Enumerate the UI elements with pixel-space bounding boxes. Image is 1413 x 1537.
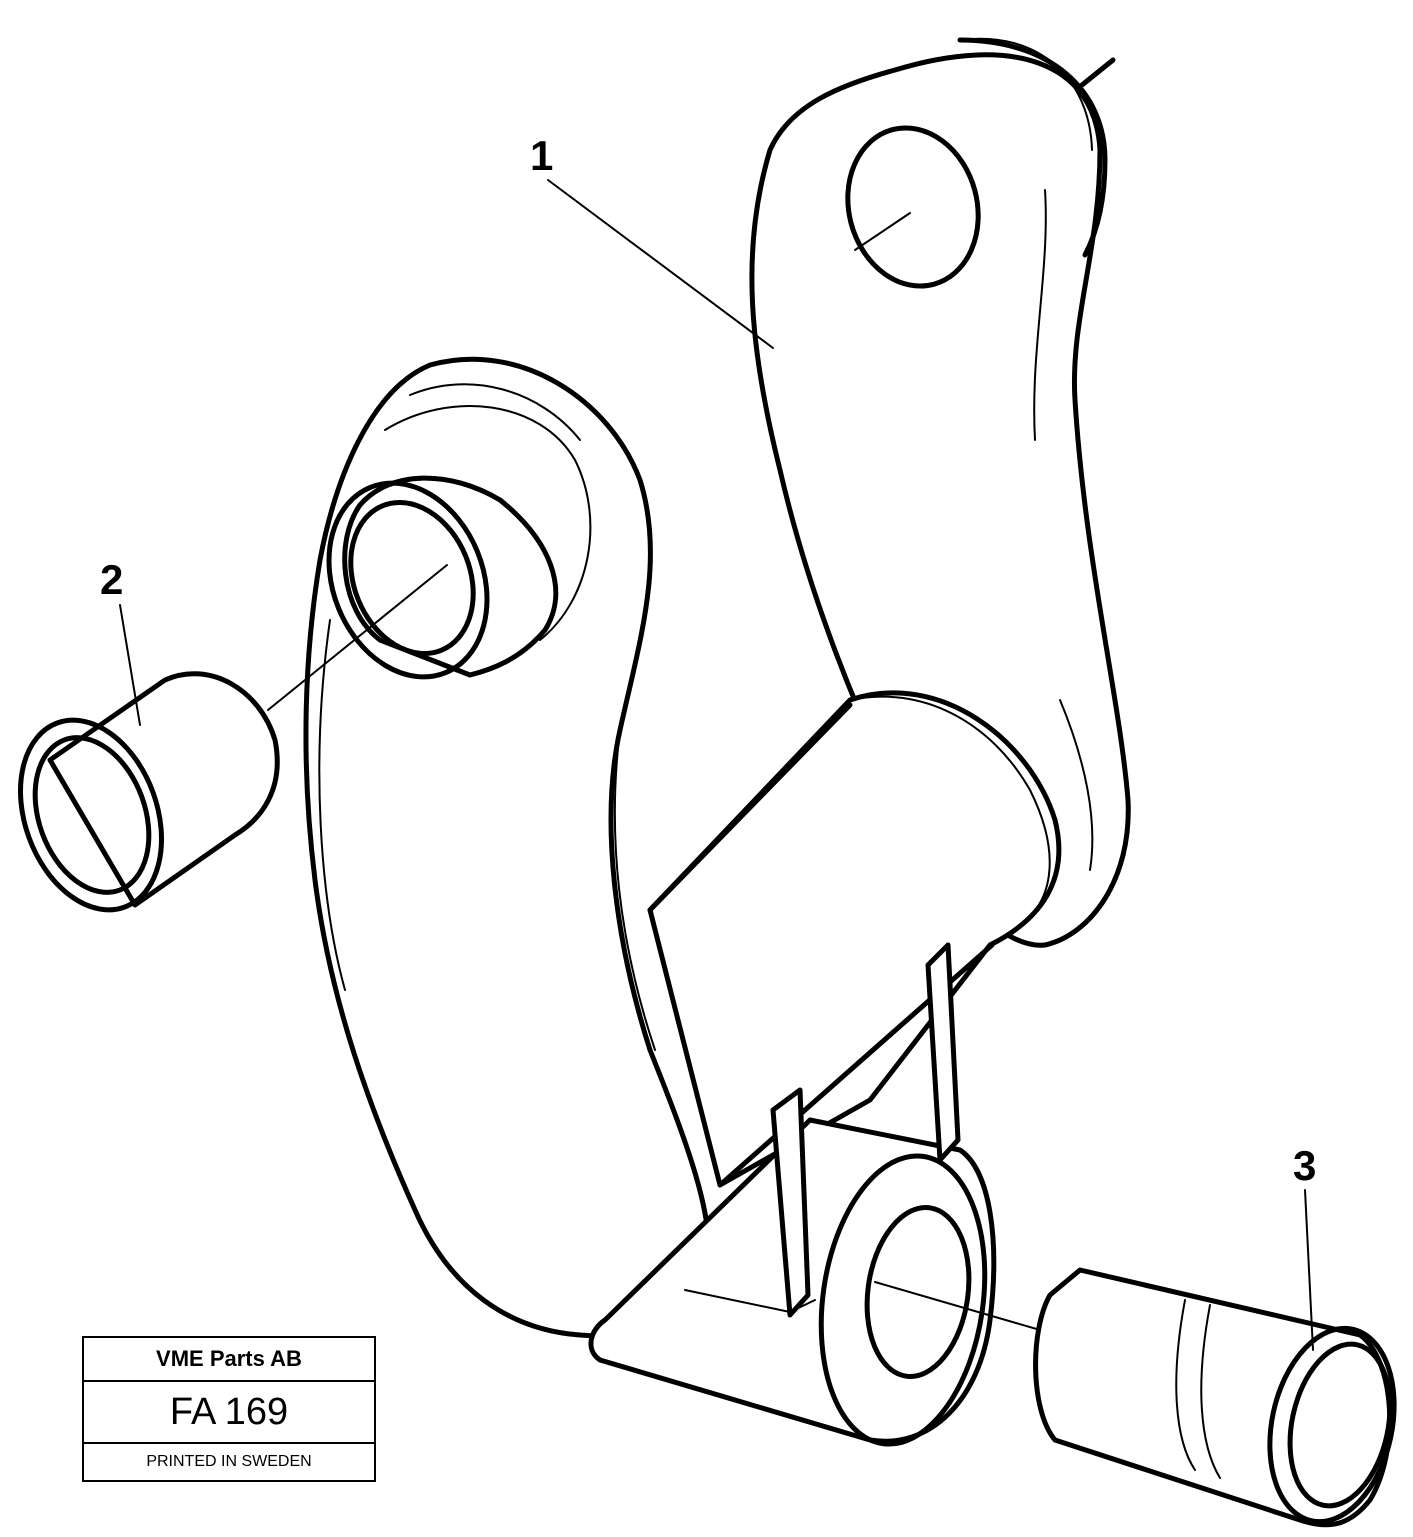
callout-1: 1 <box>530 132 553 179</box>
title-stamp: VME Parts AB FA 169 PRINTED IN SWEDEN <box>82 1336 376 1482</box>
stamp-printed: PRINTED IN SWEDEN <box>146 1453 312 1470</box>
callout-2: 2 <box>100 556 123 603</box>
leader-lines <box>119 179 1314 1351</box>
stamp-code: FA 169 <box>84 1382 374 1444</box>
cross-tube <box>647 690 1062 1188</box>
front-arm <box>267 356 712 1339</box>
lower-lug <box>588 942 1041 1447</box>
stamp-company: VME Parts AB <box>84 1338 374 1382</box>
bushing-2 <box>18 671 280 913</box>
callout-3: 3 <box>1293 1142 1316 1189</box>
rear-arm <box>749 37 1131 948</box>
bushing-3 <box>1033 1267 1397 1528</box>
